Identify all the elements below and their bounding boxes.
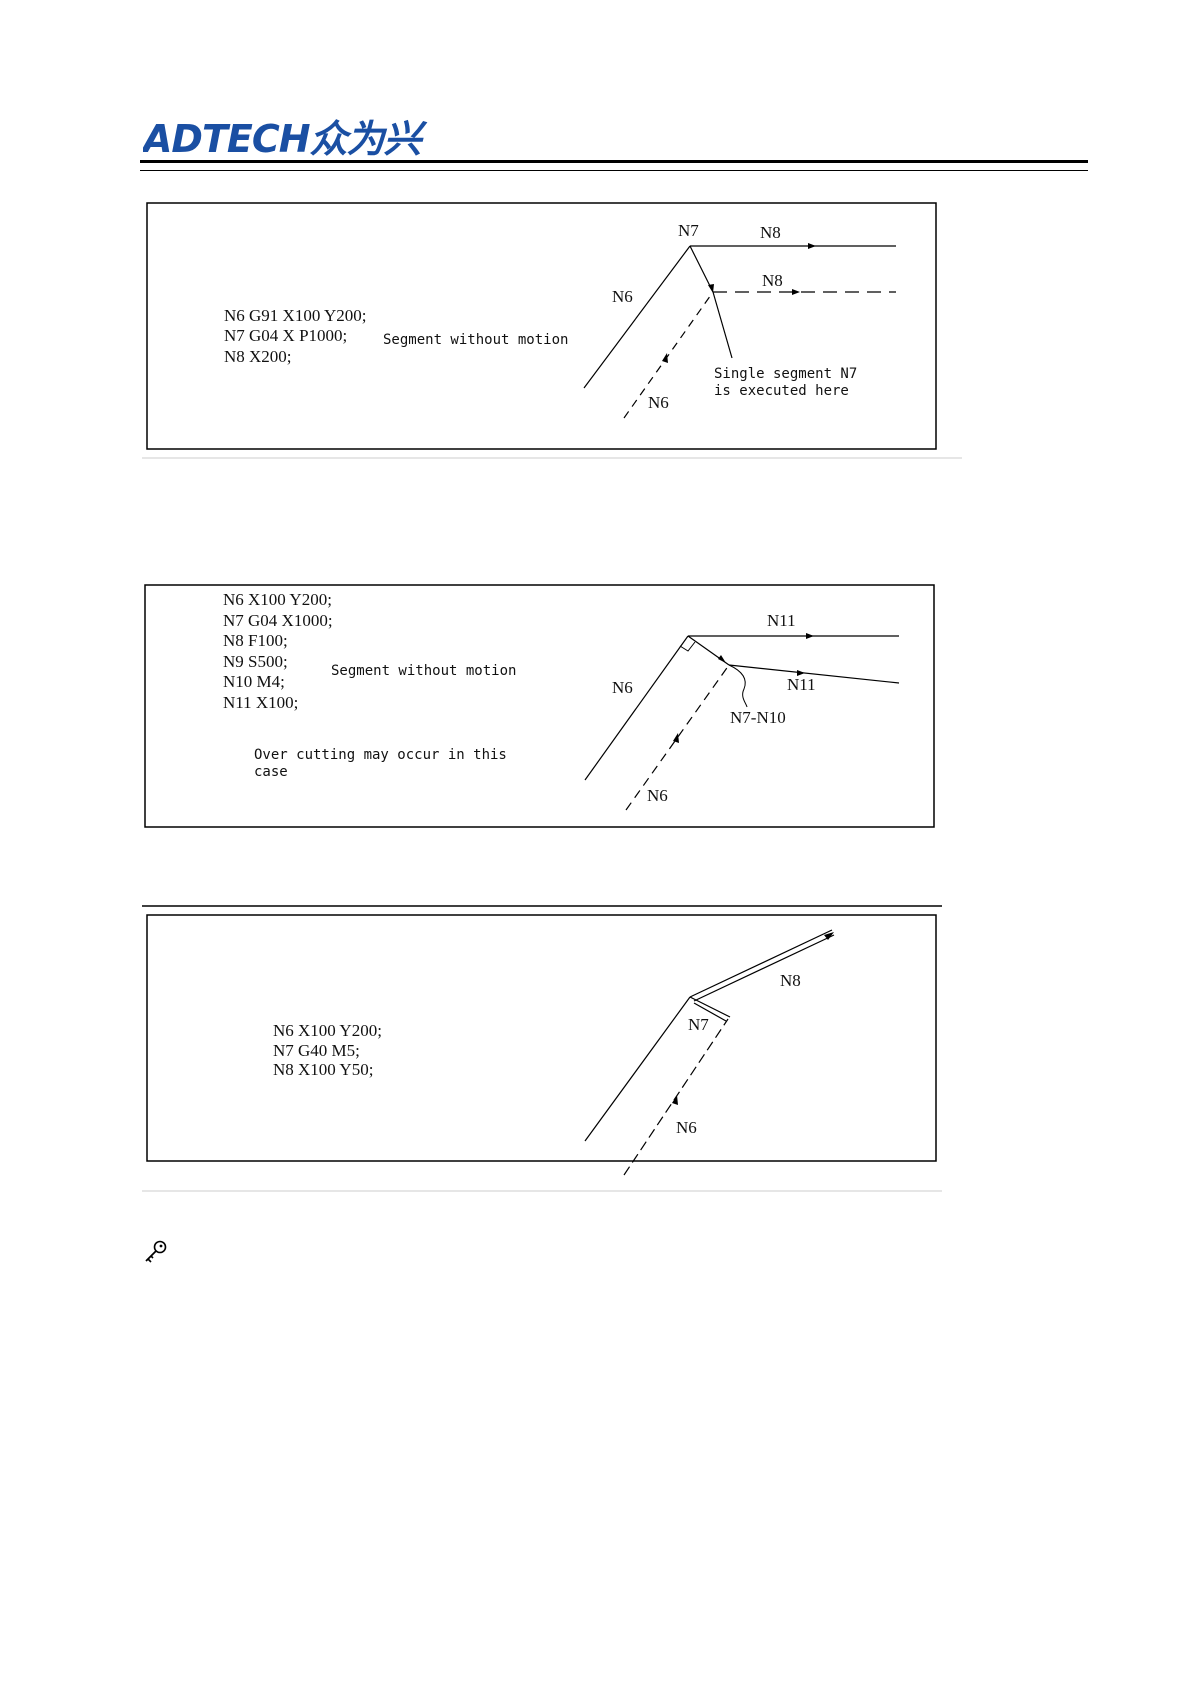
fig1-annotation-leader — [712, 291, 733, 359]
fig1-code-line-3: N8 X200; — [224, 347, 292, 366]
fig1-path-n6-dashed — [623, 291, 714, 419]
fig2-note-overcut-line-1: Over cutting may occur in this — [254, 747, 507, 763]
logo-text: ADTECH众为兴 — [143, 118, 428, 158]
fig3-path-n8-b — [693, 934, 835, 1002]
fig3-label-n8: N8 — [780, 971, 801, 990]
fig2-path-n11-lower — [728, 664, 900, 684]
fig1-arrow-n6 — [662, 353, 668, 363]
fig2-annotation-leader — [728, 664, 748, 708]
figure-2: N6 X100 Y200; N7 G04 X1000; N8 F100; N9 … — [142, 583, 947, 830]
fig2-code-line-3: N8 F100; — [223, 631, 288, 650]
fig1-label-n8-top: N8 — [760, 223, 781, 242]
fig1-annotation-line-1: Single segment N7 — [714, 366, 857, 382]
fig2-label-n6-upper: N6 — [612, 678, 633, 697]
figure-3: N6 X100 Y200; N7 G40 M5; N8 X100 Y50; N8… — [142, 905, 947, 1192]
fig2-label-n6-lower: N6 — [647, 786, 668, 805]
fig3-arrow-n8 — [824, 932, 834, 940]
figure-1: N6 G91 X100 Y200; N7 G04 X P1000; N8 X20… — [142, 198, 962, 460]
fig1-arrow-n7 — [708, 284, 714, 293]
fig3-path-n7-b — [693, 1002, 727, 1022]
fig2-code-line-6: N11 X100; — [223, 693, 298, 712]
adtech-logo: ADTECH众为兴 — [140, 117, 473, 161]
fig2-code-line-2: N7 G04 X1000; — [223, 611, 333, 630]
fig2-note-segment: Segment without motion — [331, 663, 516, 679]
figure-1-frame — [146, 202, 937, 450]
fig3-label-n7: N7 — [688, 1015, 709, 1034]
fig3-code-line-1: N6 X100 Y200; — [273, 1021, 382, 1040]
fig3-path-n8-a — [689, 929, 833, 998]
fig2-path-n6-solid — [584, 635, 689, 781]
figure-2-frame — [144, 584, 935, 828]
fig1-path-n7 — [689, 245, 714, 293]
fig3-arrow-n6 — [672, 1095, 678, 1105]
fig1-path-n6-solid — [583, 245, 691, 389]
fig3-path-n7-a — [689, 996, 731, 1018]
fig2-code-line-4: N9 S500; — [223, 652, 288, 671]
fig2-arrow-n11-lower — [797, 670, 805, 676]
fig1-label-n7: N7 — [678, 221, 699, 240]
fig3-code-line-3: N8 X100 Y50; — [273, 1060, 373, 1079]
fig1-note-segment: Segment without motion — [383, 332, 568, 348]
fig2-arrow-n7-n10 — [718, 655, 726, 663]
fig2-code-line-5: N10 M4; — [223, 672, 285, 691]
fig2-note-overcut-line-2: case — [254, 764, 288, 780]
fig2-arrow-n6 — [673, 733, 679, 743]
fig2-arrow-n11-top — [806, 633, 814, 639]
fig2-label-n11-top: N11 — [767, 611, 796, 630]
fig1-code-line-1: N6 G91 X100 Y200; — [224, 306, 366, 325]
fig2-right-angle-marker — [679, 641, 696, 652]
fig1-label-n8-dashed: N8 — [762, 271, 783, 290]
figure-3-frame — [146, 914, 937, 1162]
fig3-label-n6: N6 — [676, 1118, 697, 1137]
header-rule-thick — [140, 160, 1088, 163]
fig3-code-line-2: N7 G40 M5; — [273, 1041, 360, 1060]
fig1-annotation-line-2: is executed here — [714, 383, 849, 399]
fig2-code-line-1: N6 X100 Y200; — [223, 590, 332, 609]
fig2-label-n11-lower: N11 — [787, 675, 816, 694]
fig1-label-n6-upper: N6 — [612, 287, 633, 306]
fig2-label-n7-n10: N7-N10 — [730, 708, 786, 727]
fig1-code-line-2: N7 G04 X P1000; — [224, 326, 347, 345]
fig1-arrow-n8-dashed — [792, 289, 800, 295]
fig1-label-n6-lower: N6 — [648, 393, 669, 412]
key-icon — [143, 1239, 169, 1265]
fig3-path-n6-solid — [584, 996, 691, 1142]
fig1-arrow-n8 — [808, 243, 816, 249]
header-rule-thin — [140, 170, 1088, 171]
